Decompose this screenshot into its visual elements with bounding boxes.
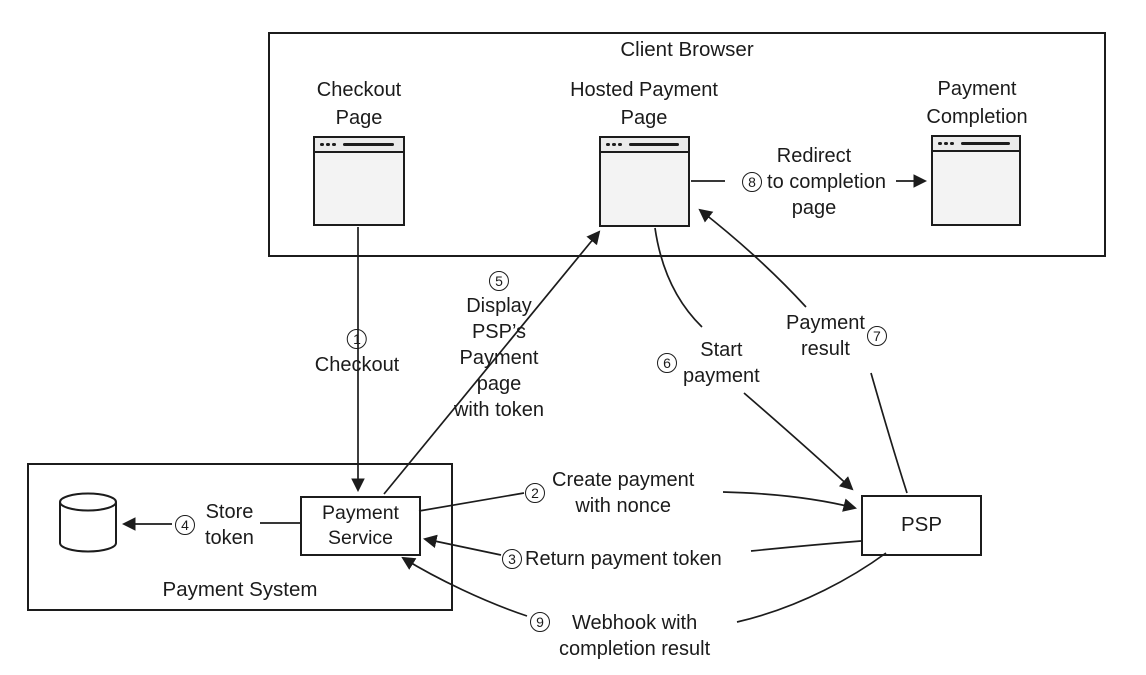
payment-system-box [27,463,453,611]
step-8-number-badge: 8 [742,172,763,192]
step-6-text: Start payment [683,339,760,387]
step-8-text-bottom: page [791,197,837,219]
step-9-text: Webhook with completion result [559,612,711,660]
browser-dot-icon [332,142,336,147]
step-4-text: Store token [205,501,254,549]
step-5-display-page-label: 5 Display PSP’s Payment page with token [454,271,544,423]
step-3-text: Return payment token [525,548,722,570]
hosted-payment-page-label: Hosted Payment Page [570,79,718,129]
hosted-payment-page-browser-window-icon [599,136,690,227]
step-2-text: Create payment with nonce [552,469,695,517]
client-browser-title: Client Browser [620,38,754,61]
browser-addressbar-icon [343,143,394,146]
step-9-number-badge: 9 [530,612,550,632]
checkout-page-browser-window-icon [313,136,405,226]
step-8-text-top: Redirect [776,145,852,167]
step-8-text-mid: to completion [767,171,886,193]
browser-dot-icon [950,141,954,146]
line-step3-right [750,540,862,552]
checkout-page-label: Checkout Page [316,79,402,129]
browser-titlebar [315,138,403,153]
step-7-payment-result-label: Payment result 7 [786,310,887,362]
step-8-redirect-label: Redirect 8 to completion page [742,143,886,221]
browser-dot-icon [944,141,948,146]
step-3-return-token-label: 3 Return payment token [502,546,722,572]
browser-dot-icon [320,142,324,147]
browser-dot-icon [938,141,942,146]
step-3-number-badge: 3 [502,549,522,569]
step-5-text: Display PSP’s Payment page with token [453,295,545,421]
browser-addressbar-icon [961,142,1010,145]
step-1-text: Checkout [314,354,400,376]
step-1-checkout-label: 1 Checkout [314,329,400,378]
step-4-store-token-label: 4 Store token [175,499,254,551]
payment-completion-page-browser-window-icon [931,135,1021,226]
step-7-text: Payment result [786,312,865,360]
arrow-step6-lower [743,392,854,491]
browser-dot-icon [618,142,622,147]
step-2-create-payment-label: 2 Create payment with nonce [525,467,694,519]
step-4-number-badge: 4 [175,515,195,535]
step-5-number-badge: 5 [489,271,509,291]
step-6-start-payment-label: 6 Start payment [657,337,760,389]
line-step9-right [736,552,887,623]
browser-titlebar [601,138,688,153]
browser-addressbar-icon [629,143,679,146]
browser-dot-icon [606,142,610,147]
payment-service-node: Payment Service [300,496,421,556]
step-7-number-badge: 7 [866,326,887,346]
browser-dot-icon [326,142,330,147]
line-step7-lower [870,372,908,494]
step-1-number-badge: 1 [347,329,367,349]
arrow-step2-right [722,491,857,512]
step-9-webhook-label: 9 Webhook with completion result [530,610,710,662]
browser-titlebar [933,137,1019,152]
step-2-number-badge: 2 [525,483,545,503]
step-6-number-badge: 6 [657,353,677,373]
step-8-mid-row: 8 to completion [742,169,886,195]
payment-system-label: Payment System [162,578,318,601]
browser-dot-icon [612,142,616,147]
database-cylinder-icon [59,492,117,553]
psp-node: PSP [861,495,982,556]
